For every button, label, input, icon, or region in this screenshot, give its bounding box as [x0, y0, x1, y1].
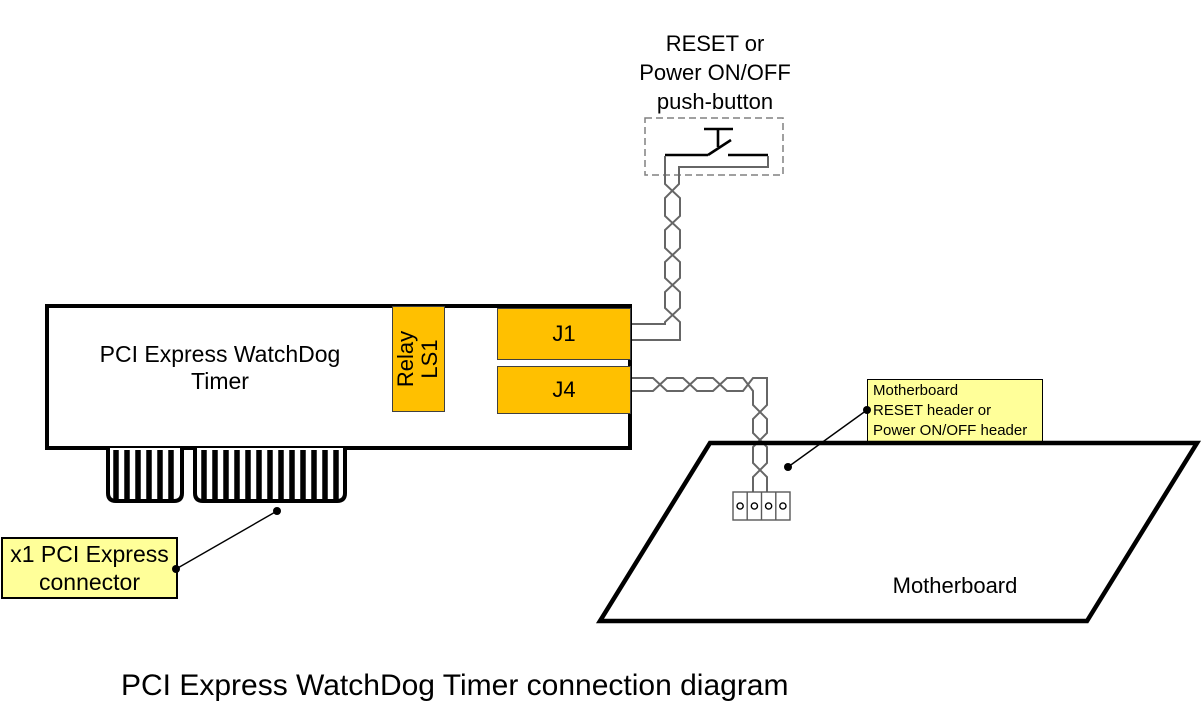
watchdog-board-title: PCI Express WatchDog Timer [99, 341, 341, 394]
j4-connector-block: J4 [497, 366, 631, 414]
relay-ls1-label: Relay LS1 [393, 330, 443, 388]
j1-connector-block: J1 [497, 308, 631, 360]
relay-ls1-block: Relay LS1 [392, 306, 445, 412]
motherboard-label: Motherboard [892, 573, 1018, 598]
pcie-connector-note: x1 PCI Express connector [1, 537, 178, 599]
motherboard-header-note: Motherboard RESET header or Power ON/OFF… [867, 379, 1043, 442]
push-button-label: RESET or Power ON/OFF push-button [639, 31, 791, 114]
diagram-caption: PCI Express WatchDog Timer connection di… [121, 669, 789, 702]
